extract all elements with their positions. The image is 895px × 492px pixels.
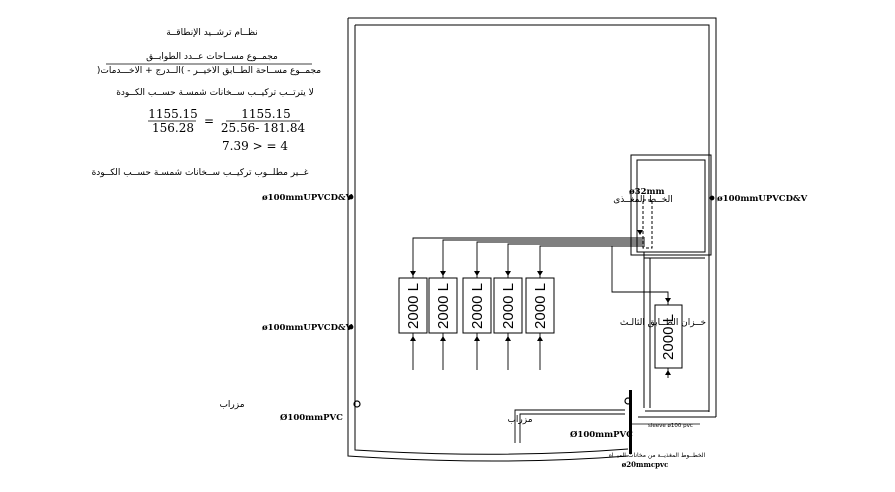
tank-2: 2000 L: [428, 277, 458, 334]
calc-den2: 25.56- 181.84: [221, 121, 306, 135]
building-outline: [347, 17, 717, 462]
tank-1: 2000 L: [398, 277, 428, 334]
tank-3: 2000 L: [462, 277, 492, 334]
gutter-drain-left: [353, 400, 361, 408]
gutter-pipe: [514, 409, 625, 443]
valve-marks: [410, 230, 671, 375]
label-gutter-mid: مزراب: [507, 415, 532, 425]
tank-4-label: 2000 L: [500, 283, 517, 329]
label-pipe-right: ø100mmUPVCD&V: [717, 194, 808, 204]
calc-title: نظــام ترشــيد الإنطاقــة: [166, 28, 258, 38]
riser-right: [709, 195, 715, 201]
label-main-feed-line: الخــط المغــذى: [613, 195, 673, 205]
tank-right-label: 2000 L: [660, 314, 677, 360]
calc-intro: لا يترتــب تركيــب ســخانات شمسـة حســب …: [116, 88, 314, 98]
label-gutter-left: مزراب: [219, 400, 244, 410]
calc-num1: 1155.15: [148, 107, 198, 121]
tank-1-label: 2000 L: [405, 283, 422, 329]
tank-2-label: 2000 L: [435, 283, 452, 329]
calc-equals: =: [204, 114, 214, 128]
label-pvc-left: Ø100mmPVC: [280, 412, 343, 423]
label-sleeve: sleeve ø100 pvc: [648, 423, 693, 429]
tank-right: 2000 L: [654, 304, 683, 369]
calc-den1: 156.28: [152, 121, 194, 135]
tank-5-label: 2000 L: [532, 283, 549, 329]
riser-left-top: [348, 194, 354, 200]
label-pipe-left-top: ø100mmUPVCD&V: [262, 193, 353, 203]
tank-4: 2000 L: [493, 277, 523, 334]
label-pipe-left-bottom: ø100mmUPVCD&V: [262, 323, 353, 333]
calc-note: غــير مطلــوب تركيــب ســخانات شمسـة حسـ…: [92, 168, 309, 178]
label-pipe-20mm: ø20mmcpvc: [622, 460, 669, 469]
tank-5: 2000 L: [525, 277, 555, 334]
tank-3-label: 2000 L: [469, 283, 486, 329]
label-third-floor-tank: خــزان الطــابق الثالـث: [620, 318, 706, 328]
label-pvc-bottom: Ø100mmPVC: [570, 429, 633, 440]
label-feed-note: الخطــوط المغذيــة من مخانات الميــاه: [609, 452, 706, 459]
calc-fraction-denominator: )مجمــوع مســاحة الطــابق الاخيــر - )ال…: [97, 66, 321, 76]
calc-result: 7.39 > = 4: [222, 139, 288, 153]
feed-pipes: [412, 237, 669, 378]
calc-num2: 1155.15: [241, 107, 291, 121]
sleeve-bar: [629, 390, 632, 454]
label-pipe-32mm: ø32mm: [629, 187, 665, 197]
calculation-block: نظــام ترشــيد الإنطاقــة مجمــوع مســاح…: [92, 28, 322, 178]
riser-left-bottom: [348, 324, 354, 330]
pipe-risers: [348, 194, 715, 330]
calc-fraction-numerator: مجمــوع مســاحات عــدد الطوابــق: [146, 52, 278, 62]
